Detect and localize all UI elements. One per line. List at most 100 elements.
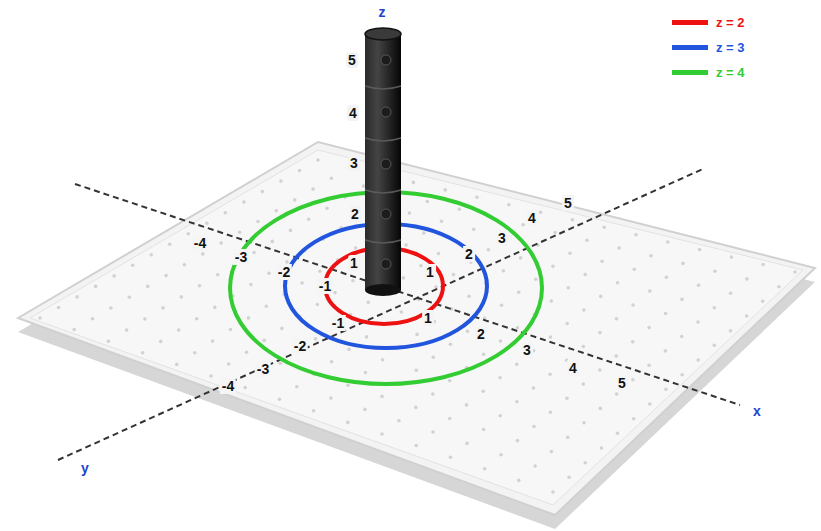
- peg-hole: [665, 276, 669, 280]
- axis-number: -2: [292, 338, 308, 354]
- axis-number: 5: [616, 375, 628, 391]
- axis-number: 3: [496, 230, 508, 246]
- peg-hole: [532, 386, 536, 390]
- peg-hole: [261, 190, 265, 194]
- peg-hole: [583, 273, 587, 277]
- peg-hole: [698, 248, 702, 252]
- peg-hole: [72, 328, 76, 332]
- peg-hole: [761, 263, 765, 267]
- peg-hole: [346, 421, 350, 425]
- peg-hole: [647, 326, 651, 330]
- peg-hole: [458, 207, 462, 211]
- peg-hole: [380, 395, 384, 399]
- peg-hole: [219, 241, 223, 245]
- peg-hole: [131, 264, 135, 268]
- axis-number: -1: [317, 278, 333, 294]
- peg-hole: [600, 259, 604, 263]
- peg-hole: [325, 206, 329, 210]
- peg-hole: [159, 340, 163, 344]
- peg-hole: [112, 274, 116, 278]
- peg-hole: [664, 312, 668, 316]
- peg-hole: [448, 417, 452, 421]
- peg-hole: [198, 284, 202, 288]
- peg-hole: [362, 184, 366, 188]
- peg-hole: [164, 274, 168, 278]
- peg-hole: [252, 251, 256, 255]
- peg-hole: [548, 372, 552, 376]
- peg-hole: [279, 179, 283, 183]
- peg-hole: [598, 331, 602, 335]
- peg-hole: [271, 240, 275, 244]
- peg-hole: [516, 326, 520, 330]
- axis-label: z: [377, 4, 388, 20]
- peg-hole: [582, 382, 586, 386]
- peg-hole: [366, 301, 370, 305]
- peg-hole: [146, 285, 150, 289]
- peg-hole: [224, 211, 228, 215]
- peg-hole: [449, 455, 453, 459]
- peg-hole: [109, 306, 113, 310]
- peg-hole: [414, 406, 418, 410]
- peg-hole: [631, 303, 635, 307]
- axis-number: -3: [255, 361, 271, 377]
- peg-hole: [551, 490, 555, 494]
- peg-hole: [566, 435, 570, 439]
- peg-hole: [617, 246, 621, 250]
- peg-hole: [680, 335, 684, 339]
- peg-hole: [414, 444, 418, 448]
- peg-hole: [565, 322, 569, 326]
- peg-hole: [616, 281, 620, 285]
- peg-hole: [318, 270, 322, 274]
- peg-hole: [293, 198, 297, 202]
- axis-label: x: [751, 403, 763, 419]
- peg-hole: [280, 327, 284, 331]
- peg-hole: [483, 467, 487, 471]
- peg-hole: [602, 225, 606, 229]
- peg-hole: [143, 317, 147, 321]
- peg-hole: [467, 294, 471, 298]
- x-axis: [75, 184, 740, 405]
- peg-hole: [448, 379, 452, 383]
- peg-hole: [696, 358, 700, 362]
- axis-number: 4: [526, 210, 538, 226]
- peg-hole: [599, 295, 603, 299]
- peg-hole: [128, 295, 132, 299]
- peg-hole: [205, 221, 209, 225]
- peg-hole: [567, 286, 571, 290]
- axis-number: 4: [347, 105, 359, 121]
- peg-hole: [475, 196, 479, 200]
- legend-row: z = 3: [672, 40, 745, 55]
- peg-hole: [267, 272, 271, 276]
- peg-hole: [466, 330, 470, 334]
- legend-row: z = 4: [672, 65, 745, 80]
- legend-row: z = 2: [672, 15, 745, 30]
- peg-hole: [745, 314, 749, 318]
- peg-hole: [499, 339, 503, 343]
- peg-hole: [634, 233, 638, 237]
- peg-hole: [238, 231, 242, 235]
- legend-swatch: [672, 20, 708, 25]
- peg-hole: [452, 273, 456, 277]
- peg-hole: [195, 317, 199, 321]
- peg-hole: [631, 340, 635, 344]
- peg-hole: [632, 417, 636, 421]
- peg-hole: [443, 188, 447, 192]
- peg-hole: [519, 256, 523, 260]
- peg-hole: [213, 306, 217, 310]
- peg-hole: [515, 362, 519, 366]
- peg-hole: [521, 223, 525, 227]
- peg-hole: [713, 269, 717, 273]
- peg-hole: [697, 284, 701, 288]
- peg-hole: [437, 252, 441, 256]
- axis-number: 1: [348, 255, 360, 271]
- peg-hole: [262, 339, 266, 343]
- peg-hole: [533, 464, 537, 468]
- peg-hole: [598, 368, 602, 372]
- peg-hole: [582, 421, 586, 425]
- axis-number: 4: [567, 360, 579, 376]
- peg-hole: [729, 292, 733, 296]
- z-column: [365, 28, 401, 296]
- peg-hole: [333, 291, 337, 295]
- peg-hole: [482, 390, 486, 394]
